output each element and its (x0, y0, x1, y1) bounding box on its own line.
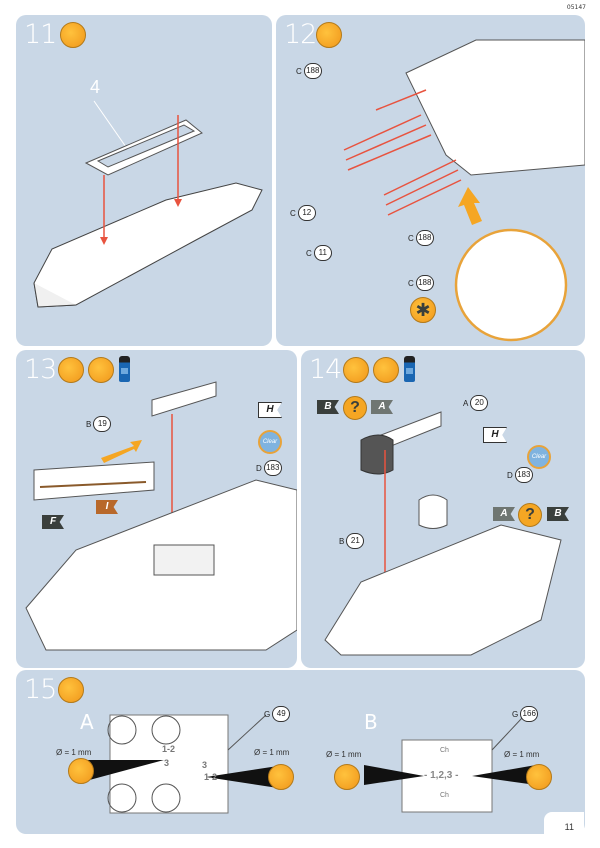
decal-flag-f: F (42, 515, 64, 529)
paint-bottle-icon (404, 356, 415, 382)
drill-beam (82, 760, 164, 782)
assembly-arrows (343, 89, 462, 216)
drill-icon (58, 677, 84, 703)
hole-label: 3 (164, 758, 170, 768)
drill-beam (206, 766, 278, 788)
drill-size-label: Ø = 1 mm (56, 748, 92, 757)
arrow-head (100, 237, 108, 245)
drill-icon (334, 764, 360, 790)
decal-strip (33, 461, 155, 501)
drill-beam (364, 765, 424, 785)
orange-arrow (101, 440, 142, 463)
hull (33, 182, 263, 308)
document-code: 05147 (566, 4, 586, 11)
glue-icon (60, 22, 86, 48)
drill-icon (68, 758, 94, 784)
window-frame-part-19 (151, 381, 217, 417)
orange-arrow (458, 187, 482, 225)
glue-icon (316, 22, 342, 48)
hole-label: 1-2 (204, 772, 218, 782)
hull-diagram (33, 100, 263, 308)
sub-step-a-label: A (80, 710, 94, 734)
drill-diagram (82, 714, 536, 814)
question-badge: ? (343, 396, 367, 420)
step-11-panel: 11 4 (16, 15, 272, 346)
edge-hole-label: Ch (440, 747, 449, 754)
clear-paint-badge: Clear (258, 430, 282, 454)
drill-beam (472, 765, 536, 785)
decal-flag-h: H (483, 427, 507, 443)
bridge-assembly-diagram (324, 411, 562, 656)
hole-label: 3 (202, 760, 208, 770)
frame-part-4 (84, 119, 203, 176)
repeat-asterisk-icon: ✱ (410, 297, 436, 323)
color-option-flag: A (371, 400, 393, 414)
cylinder-part (360, 434, 394, 475)
arrow-head (174, 199, 182, 207)
bridge-diagram (25, 381, 297, 651)
step-number: 13 (24, 354, 57, 385)
drill-icon (268, 764, 294, 790)
step-number: 14 (309, 354, 342, 385)
step-number: 15 (24, 674, 57, 705)
glue-icon (58, 357, 84, 383)
page-number-tab (544, 812, 584, 840)
bridge-wall (153, 544, 215, 576)
step-number: 11 (24, 19, 57, 50)
glue-icon (343, 357, 369, 383)
drill-size-label: Ø = 1 mm (504, 750, 540, 759)
step-number: 12 (284, 19, 317, 50)
paint-bottle-icon (119, 356, 130, 382)
color-option-flag: A (493, 507, 515, 521)
deckhouse (405, 39, 585, 176)
drill-icon (526, 764, 552, 790)
drill-size-label: Ø = 1 mm (254, 748, 290, 757)
color-option-flag: B (317, 400, 339, 414)
hole-label: 1-2 (162, 744, 176, 754)
drill-size-label: Ø = 1 mm (326, 750, 362, 759)
page-number: 11 (564, 822, 574, 832)
clear-paint-badge: Clear (527, 445, 551, 469)
part-label: 4 (90, 77, 101, 97)
deckhouse-diagram (343, 39, 585, 342)
deck (324, 524, 562, 656)
center-hole-label: - 1,2,3 - (424, 770, 459, 781)
paint-brush-icon (373, 357, 399, 383)
question-badge: ? (518, 503, 542, 527)
color-option-flag: B (547, 507, 569, 521)
edge-hole-label: Ch (440, 792, 449, 799)
shield-part-21 (418, 494, 448, 529)
sub-step-b-label: B (364, 710, 378, 734)
decal-flag-i: I (96, 500, 118, 514)
paint-brush-icon (88, 357, 114, 383)
detail-magnifier (454, 228, 568, 342)
